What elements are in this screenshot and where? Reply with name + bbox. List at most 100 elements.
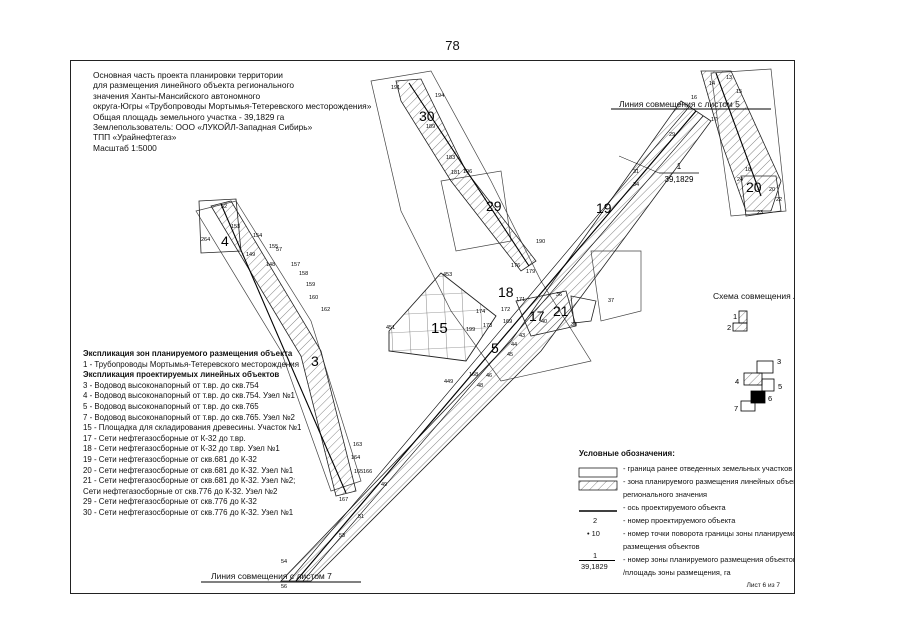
legend-item: - граница ранее отведенных земельных уча… — [623, 464, 793, 473]
legend-title: Условные обозначения: — [579, 449, 675, 458]
object-number: 4 — [221, 233, 229, 249]
sheet-label: Лист 6 из 7 — [746, 582, 780, 589]
object-item: Сети нефтегазосборные от скв.776 до К-32… — [83, 486, 278, 496]
object-number-labels: 3 4 5 15 17 18 19 20 21 29 30 — [221, 108, 762, 369]
title-line: ТПП «Урайнефтегаз» — [93, 132, 177, 143]
match-line-top-label: Линия совмещения с листом 5 — [619, 99, 740, 109]
title-line: значения Ханты-Мансийского автономного — [93, 90, 261, 101]
legend-item: /площадь зоны размещения, га — [623, 568, 731, 577]
object-number: 5 — [491, 340, 499, 356]
objects-header: Экспликация проектируемых линейных объек… — [83, 370, 280, 380]
svg-text:1: 1 — [733, 312, 737, 321]
scheme-title: Схема совмещения листов — [713, 291, 794, 301]
point-number: 15 — [736, 89, 742, 95]
turn-point-labels: 13 14 15 16 17 18 20 22 23 24 29 31 34 3… — [201, 75, 782, 590]
point-number: 190 — [536, 239, 545, 245]
point-number: 157 — [291, 262, 300, 268]
object-item: 15 - Площадка для складирования древесин… — [83, 423, 302, 433]
object-item: 30 - Сети нефтегазосборные от скв.776 до… — [83, 507, 294, 517]
point-number: 54 — [281, 559, 287, 565]
object-item: 5 - Водовод высоконапорный от т.вр. до с… — [83, 401, 259, 411]
legend-item: - номер проектируемого объекта — [623, 516, 736, 525]
legend-item: - номер зоны планируемого размещения объ… — [623, 555, 795, 564]
svg-text:6: 6 — [768, 394, 772, 403]
point-number: 43 — [519, 333, 525, 339]
object-item: 17 - Сети нефтегазосборные от К-32 до т.… — [83, 433, 246, 443]
legend-item: - номер точки поворота границы зоны план… — [623, 529, 795, 538]
point-number: 57 — [276, 247, 282, 253]
object-item: 19 - Сети нефтегазосборные от скв.681 до… — [83, 454, 257, 464]
branch-29-30 — [395, 78, 537, 272]
page-number: 78 — [445, 38, 460, 53]
point-number: 40 — [541, 319, 547, 325]
object-number: 18 — [498, 284, 514, 300]
title-line: округа-Югры «Трубопроводы Мортымья-Тетер… — [93, 101, 372, 112]
branch-3-4 — [198, 198, 357, 497]
storage-site-15 — [388, 272, 497, 362]
point-number: 264 — [201, 237, 210, 243]
point-number: 36 — [556, 292, 562, 298]
point-number: 194 — [435, 93, 444, 99]
title-line: Землепользователь: ООО «ЛУКОЙЛ-Западная … — [93, 122, 313, 133]
map-sheet-frame: 3 4 5 15 17 18 19 20 21 29 30 13 14 15 1… — [70, 60, 795, 594]
object-item: 18 - Сети нефтегазосборные от К-32 до т.… — [83, 444, 280, 454]
object-item: 29 - Сети нефтегазосборные от скв.776 до… — [83, 497, 257, 507]
explication-block: Экспликация зон планируемого размещения … — [83, 349, 301, 519]
point-number: 172 — [501, 307, 510, 313]
point-number: 164 — [351, 455, 360, 461]
point-number: 189 — [426, 124, 435, 130]
point-number: 196 — [463, 169, 472, 175]
point-number: 451 — [386, 325, 395, 331]
point-number: 45 — [507, 352, 513, 358]
object-number: 3 — [311, 353, 319, 369]
point-number: 46 — [486, 373, 492, 379]
point-number: 22 — [776, 197, 782, 203]
point-number: 181 — [451, 170, 460, 176]
point-number: 174 — [476, 309, 485, 315]
point-number: 56 — [281, 584, 287, 590]
point-number: 173 — [483, 323, 492, 329]
legend-symbols — [578, 467, 618, 512]
point-number: 168 — [469, 372, 478, 378]
point-number: 166 — [363, 469, 372, 475]
point-number: 18 — [745, 167, 751, 173]
legend-item: размещения объектов — [623, 542, 700, 551]
point-number: 16 — [691, 95, 697, 101]
point-number: 449 — [444, 379, 453, 385]
point-number: 52 — [221, 204, 227, 210]
legend-symbol-den: 39,1829 — [581, 562, 608, 571]
point-number: 44 — [511, 342, 517, 348]
object-number: 20 — [746, 179, 762, 195]
title-line: Масштаб 1:5000 — [93, 142, 157, 153]
point-number: 149 — [246, 252, 255, 258]
zone-number: 1 — [677, 162, 682, 171]
point-number: 20 — [769, 187, 775, 193]
point-number: 159 — [306, 282, 315, 288]
object-number: 21 — [553, 303, 569, 319]
object-item: 4 - Водовод высоконапорный от т.вр. до с… — [83, 391, 295, 401]
point-number: 183 — [446, 155, 455, 161]
point-number: 199 — [466, 327, 475, 333]
object-number: 29 — [486, 198, 502, 214]
node-21 — [515, 290, 597, 337]
point-number: 154 — [253, 233, 262, 239]
point-number: 179 — [526, 269, 535, 275]
point-number: 176 — [511, 263, 520, 269]
point-number: 31 — [633, 169, 639, 175]
point-number: 163 — [353, 442, 362, 448]
title-line: для размещения линейного объекта региона… — [93, 80, 294, 91]
point-number: 29 — [669, 132, 675, 138]
match-lines — [201, 108, 771, 583]
point-number: 167 — [339, 497, 348, 503]
object-number: 30 — [419, 108, 435, 124]
point-number: 169 — [503, 319, 512, 325]
legend-symbol: • 10 — [587, 529, 600, 538]
point-number: 160 — [309, 295, 318, 301]
title-line: Общая площадь земельного участка - 39,18… — [93, 111, 285, 122]
point-number: 23 — [757, 210, 763, 216]
point-number: 171 — [516, 297, 525, 303]
point-number: 13 — [726, 75, 732, 81]
point-number: 17 — [711, 117, 717, 123]
pipeline-corridor — [280, 100, 712, 582]
object-item: 3 - Водовод высоконапорный от т.вр. до с… — [83, 380, 259, 390]
